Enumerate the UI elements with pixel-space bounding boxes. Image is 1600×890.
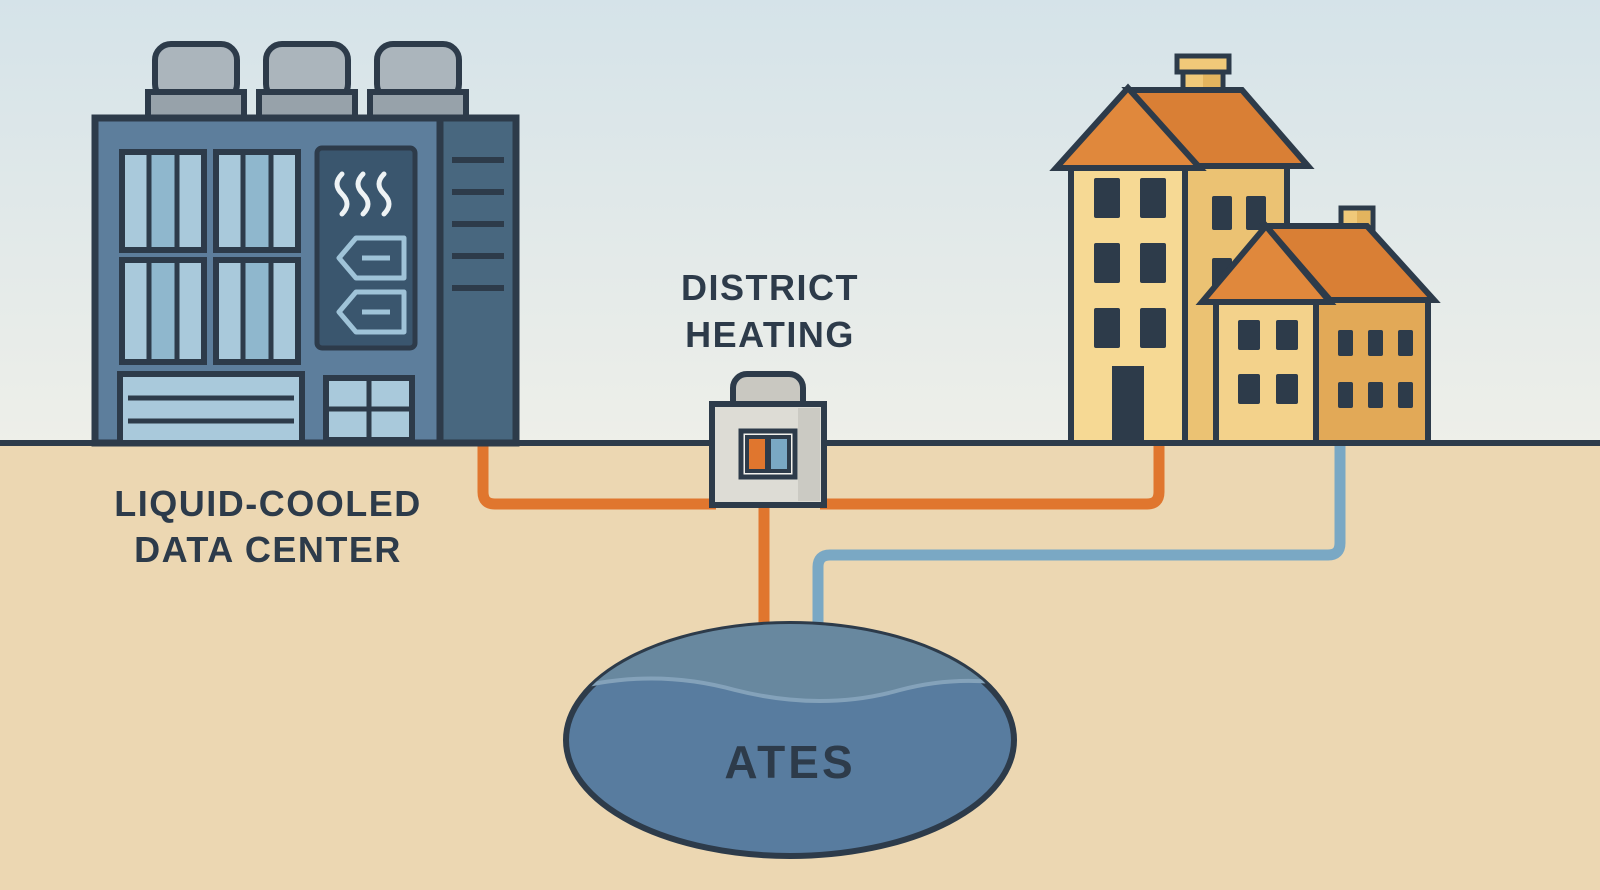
house-small-front-windows — [1238, 320, 1298, 404]
diagram-labels: DISTRICT HEATING LIQUID-COOLED DATA CENT… — [114, 267, 859, 570]
datacenter-windows — [119, 149, 301, 365]
ates-wave-line — [566, 676, 1014, 703]
house-small-front-wall — [1213, 297, 1319, 446]
garage-door-lines — [128, 395, 294, 424]
roof-vent-1 — [145, 41, 247, 123]
window-bottom-right — [213, 257, 301, 365]
district-heating-label-line1: DISTRICT — [681, 267, 859, 308]
house-small-side-wall — [1313, 297, 1431, 446]
roof-vent-2 — [256, 41, 358, 123]
district-heating-unit — [709, 371, 827, 508]
data-center-label-line2: DATA CENTER — [134, 529, 402, 570]
datacenter-tower — [436, 114, 520, 447]
house-large-door — [1112, 366, 1144, 443]
pipe-hot-exchanger-to-large-house — [820, 443, 1165, 510]
exchanger-shade — [798, 408, 820, 501]
window-top-right — [213, 149, 301, 253]
ates-label: ATES — [724, 736, 855, 788]
window-bottom-left — [119, 257, 207, 365]
roof-vent-3 — [367, 41, 469, 123]
house-large-front-windows — [1094, 178, 1166, 348]
house-small-gable-roof — [1195, 221, 1337, 305]
house-small — [1195, 205, 1441, 446]
pipe-cold-ates-to-small-house — [812, 443, 1346, 648]
heat-waves-icon — [334, 171, 392, 217]
ground-floor-window-panes — [326, 378, 412, 440]
exchanger-hot-indicator — [745, 435, 769, 473]
garage-door — [117, 371, 305, 446]
data-center-label-line1: LIQUID-COOLED — [114, 483, 421, 524]
pipe-hot-datacenter-to-exchanger — [477, 443, 716, 510]
data-center-building — [91, 41, 520, 447]
datacenter-ground-floor — [117, 371, 415, 446]
house-large-gable-roof — [1049, 83, 1207, 171]
equipment-panel — [314, 145, 418, 351]
tower-louvers — [452, 157, 504, 291]
district-heating-label-line2: HEATING — [685, 314, 855, 355]
house-small-side-windows — [1338, 330, 1413, 408]
window-top-left — [119, 149, 207, 253]
exchanger-cold-indicator — [767, 435, 791, 473]
server-coil-icon — [336, 235, 407, 335]
